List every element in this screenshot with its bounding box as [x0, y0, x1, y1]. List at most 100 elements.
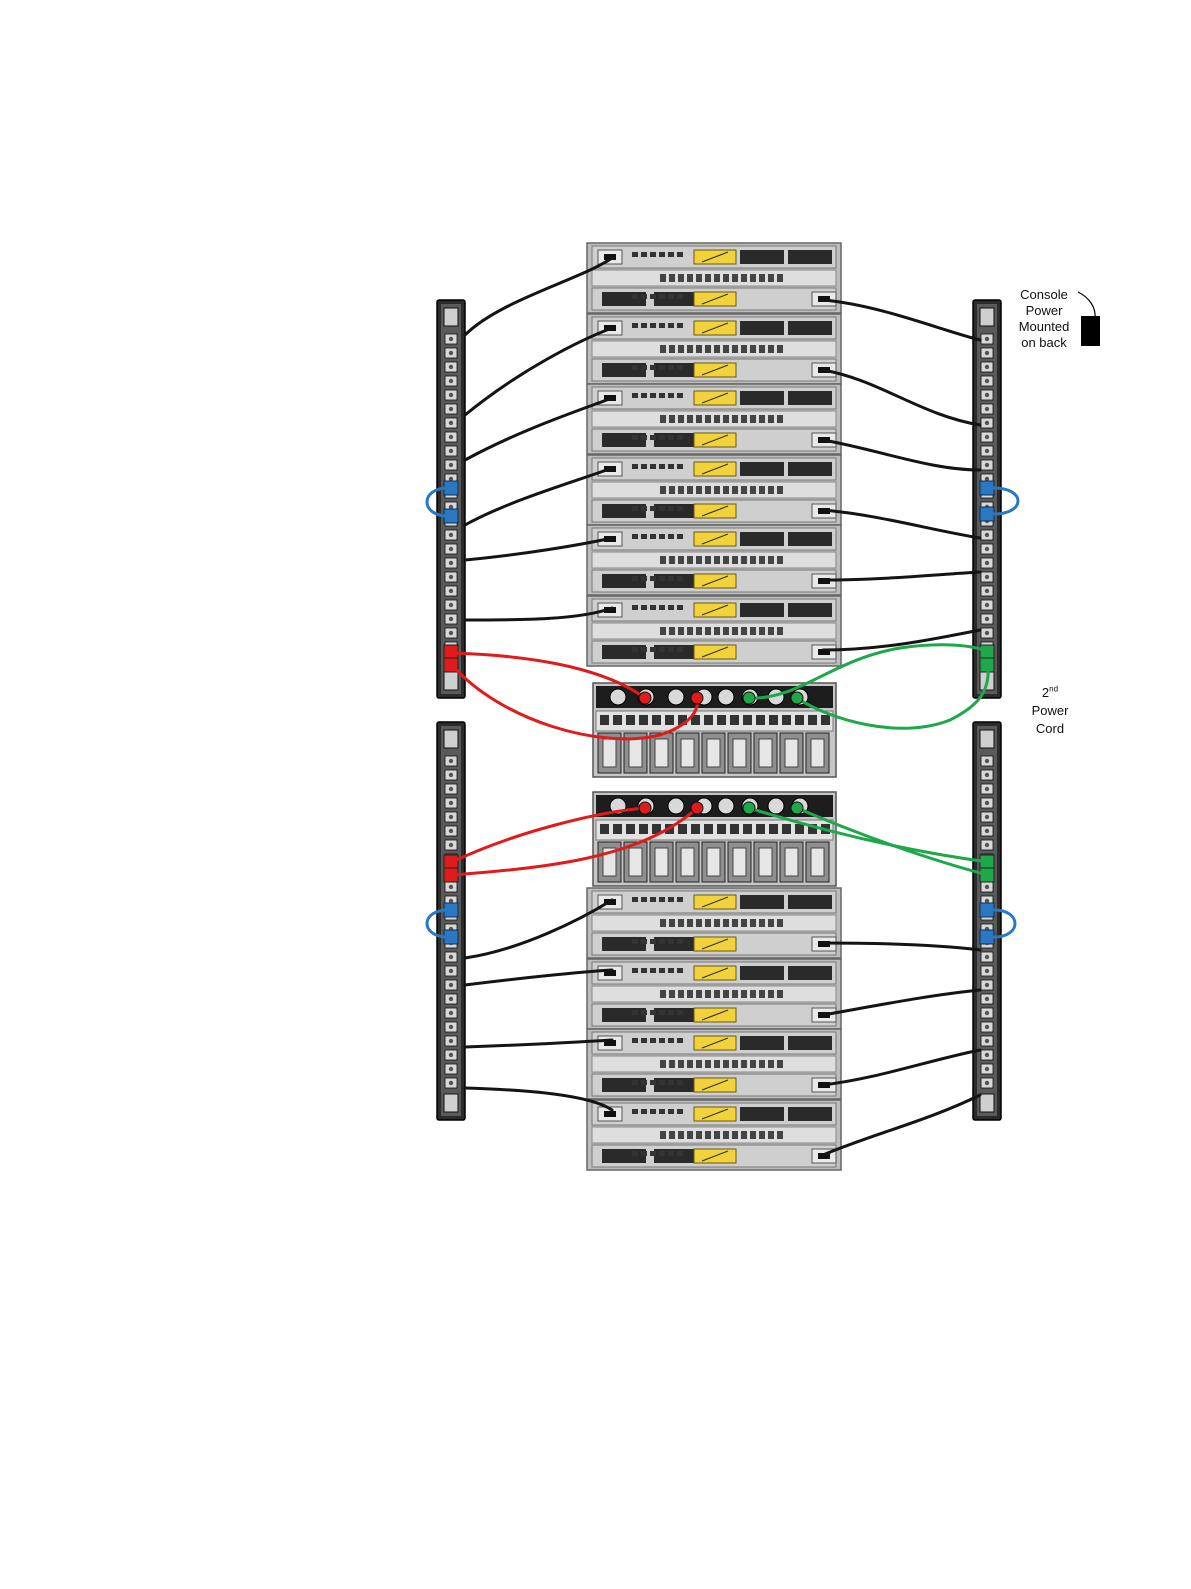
io-port [768, 345, 774, 353]
port [659, 1080, 665, 1085]
colored-plug [743, 692, 755, 704]
io-port [759, 274, 765, 282]
drive-bay [740, 1107, 784, 1121]
io-port [750, 1060, 756, 1068]
io-port [759, 486, 765, 494]
io-port [639, 715, 648, 725]
io-port [759, 627, 765, 635]
pdu-outlet-hole [985, 435, 989, 439]
io-port [741, 1131, 747, 1139]
io-port [717, 715, 726, 725]
pdu-outlet-hole [449, 885, 453, 889]
io-port [741, 990, 747, 998]
io-port [759, 1060, 765, 1068]
io-port [750, 345, 756, 353]
server-enclosure-5 [587, 525, 841, 595]
pdu-outlet-hole [985, 561, 989, 565]
io-port [741, 486, 747, 494]
io-port [777, 345, 783, 353]
pdu-outlet-hole [985, 955, 989, 959]
blade-handle [811, 848, 824, 876]
port [668, 1151, 674, 1156]
io-port [678, 990, 684, 998]
fan-icon [718, 798, 734, 814]
pdu-outlet-hole [449, 815, 453, 819]
port [677, 393, 683, 398]
io-port [678, 627, 684, 635]
io-port [732, 990, 738, 998]
io-port [768, 919, 774, 927]
port [668, 294, 674, 299]
io-port [777, 486, 783, 494]
pdu-jumper-plug [980, 481, 994, 495]
drive-bay [602, 574, 646, 588]
second-cord-line-1: 2nd [1020, 684, 1080, 702]
pdu-outlet-hole [449, 829, 453, 833]
port [641, 435, 647, 440]
drive-bay [740, 895, 784, 909]
io-port [687, 1131, 693, 1139]
blade-handle [681, 739, 694, 767]
colored-plug [691, 802, 703, 814]
port [632, 897, 638, 902]
drive-bay [740, 532, 784, 546]
io-port [613, 824, 622, 834]
port [677, 605, 683, 610]
io-port [741, 627, 747, 635]
power-cable [823, 370, 980, 425]
pdu-outlet-hole [449, 407, 453, 411]
pdu-breaker [444, 730, 458, 748]
io-port [741, 274, 747, 282]
drive-bay [788, 1107, 832, 1121]
io-port [669, 415, 675, 423]
port [641, 294, 647, 299]
io-port [687, 274, 693, 282]
power-cable [823, 440, 980, 470]
io-port [660, 1060, 666, 1068]
power-inlet [604, 1111, 616, 1117]
port [668, 605, 674, 610]
io-port [714, 990, 720, 998]
io-port [732, 345, 738, 353]
io-port [741, 919, 747, 927]
io-port [750, 415, 756, 423]
drive-bay [602, 1008, 646, 1022]
io-port [600, 715, 609, 725]
blade-handle [629, 848, 642, 876]
io-port [759, 556, 765, 564]
io-port [705, 415, 711, 423]
port [641, 393, 647, 398]
port [650, 365, 656, 370]
port [668, 323, 674, 328]
io-port [600, 824, 609, 834]
port [632, 939, 638, 944]
io-port [678, 919, 684, 927]
pdu-outlet-hole [449, 759, 453, 763]
port [641, 576, 647, 581]
port [659, 1038, 665, 1043]
io-port [741, 556, 747, 564]
io-port [696, 919, 702, 927]
io-port [660, 1131, 666, 1139]
port [659, 294, 665, 299]
drive-bay [740, 462, 784, 476]
io-port [687, 990, 693, 998]
port [659, 464, 665, 469]
io-port [717, 824, 726, 834]
io-port [678, 486, 684, 494]
pdu-outlet-hole [985, 969, 989, 973]
io-port [696, 627, 702, 635]
pdu-outlet-hole [449, 843, 453, 847]
io-port [714, 274, 720, 282]
pdu-outlet-hole [449, 801, 453, 805]
drive-bay [788, 250, 832, 264]
port [650, 506, 656, 511]
drive-bay [788, 391, 832, 405]
port [659, 1010, 665, 1015]
io-port [696, 486, 702, 494]
io-port [660, 990, 666, 998]
port [641, 1109, 647, 1114]
port [632, 1038, 638, 1043]
console-label-line-3: Mounted [1006, 319, 1082, 335]
